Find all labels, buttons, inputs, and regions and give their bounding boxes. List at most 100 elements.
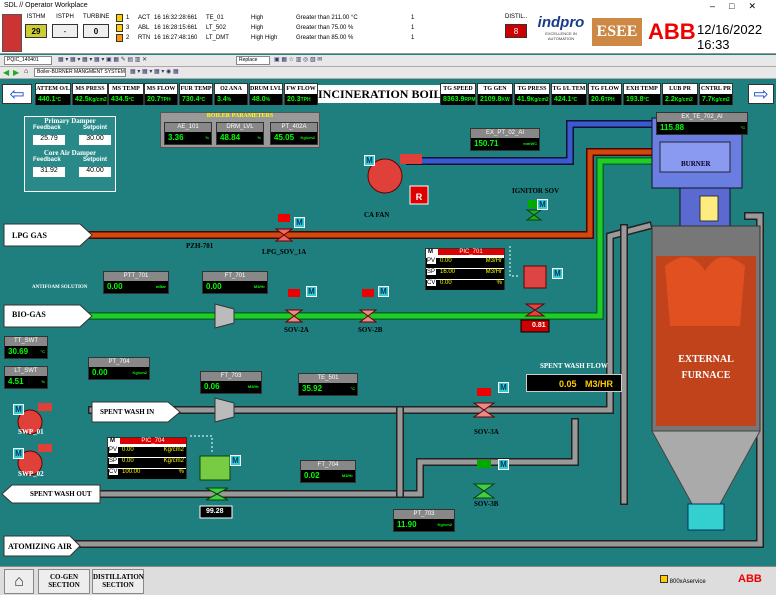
ash-conveyor (687, 503, 725, 531)
swp01-label: SWP_01 (18, 428, 44, 436)
param-tag: DRM_LVL (217, 123, 263, 132)
window-controls[interactable]: –□✕ (710, 1, 770, 11)
nav-toolbar-icons[interactable]: ▦ ▾ ▦ ▾ ▦ ▾ ◉ ▦ (130, 69, 179, 75)
alarm-row[interactable]: 2 RTN 16 16:27:48:160 LT_DMT High High G… (116, 34, 496, 43)
pic-701-sp[interactable]: 16.00 (440, 269, 456, 275)
alarm-tag: LT_502 (206, 25, 226, 31)
toolbar-icons[interactable]: ▦ ▾ ▦ ▾ ▦ ▾ ▦ ▾ ▣ ▦ ✎ ▤ ▥ ✕ (58, 57, 148, 63)
alarm-count: 1 (411, 35, 415, 41)
tag-box-tg-gen-kw[interactable]: TG GEN KW2109.8KW (477, 83, 513, 105)
primary-setpoint-input[interactable]: 30.00 (79, 135, 111, 145)
tag-value: 2.2Kg/cm2 (663, 94, 697, 105)
swp02-mode-badge[interactable]: M (13, 448, 24, 459)
operator-avatar (2, 14, 22, 52)
indpro-logo-text: indpro (537, 14, 585, 31)
sov-2b-icon (358, 309, 378, 323)
distil-indicator[interactable]: DISTIL.. 8 (505, 14, 527, 50)
cv701-mode-badge[interactable]: M (552, 268, 563, 279)
ca-fan-mode-badge[interactable]: M (364, 155, 375, 166)
tag-input[interactable]: PQIC_140401 (4, 56, 52, 65)
display-value: 35.92 (302, 384, 323, 393)
tag-name: TG I/L TEM (552, 84, 586, 94)
turbine-value: 0 (83, 24, 109, 38)
primary-feedback-label: Feedback (33, 125, 61, 131)
sov-2b-mode-badge[interactable]: M (378, 286, 389, 297)
window-title: SDL // Operator Workplace (4, 2, 88, 9)
pic-704-pv: 0.00 (122, 447, 134, 453)
sov-2a-mode-badge[interactable]: M (306, 286, 317, 297)
core-setpoint-input[interactable]: 40.00 (79, 167, 111, 177)
service-status[interactable]: 800xAservice (660, 575, 706, 585)
display-unit: mmWC (523, 141, 537, 146)
back-icon[interactable]: ◀ (3, 68, 10, 77)
sov-3b-mode-badge[interactable]: M (498, 459, 509, 470)
home-button[interactable]: ⌂ (4, 569, 34, 594)
swp01-mode-badge[interactable]: M (13, 404, 24, 415)
core-feedback-value: 31.92 (33, 167, 65, 177)
replace-select[interactable]: Replace (236, 56, 270, 65)
istm-indicator[interactable]: ISTHM 29 (25, 14, 47, 50)
turbine-indicator[interactable]: TURBINE 0 (83, 14, 109, 50)
home-icon[interactable]: ⌂ (24, 68, 29, 75)
display-value: 0.00 (92, 368, 108, 377)
toolbar-icons-right[interactable]: ▣ ▦ ☆ ▥ ◎ ▧ ✉ (274, 57, 323, 63)
cogen-section-button[interactable]: CO-GEN SECTION (38, 569, 90, 594)
alarm-priority-icon (116, 24, 123, 32)
sov-3a-mode-badge[interactable]: M (498, 382, 509, 393)
pic-701-pv: 0.00 (440, 258, 452, 264)
alarm-row[interactable]: 3 ABL 16 16:28:15:661 LT_502 High Greate… (116, 24, 496, 33)
tag-name: EXH TEMP (624, 84, 660, 94)
forward-icon[interactable]: ▶ (13, 68, 20, 77)
alarm-code: RTN (138, 35, 151, 41)
ignitor-mode-badge[interactable]: M (537, 199, 548, 210)
cv701-output: 0.81 (532, 322, 546, 329)
turbine-label: TURBINE (83, 14, 110, 20)
alarm-count: 1 (411, 15, 415, 21)
display-select[interactable]: Boiler-BURNER MANGMENT SYSTEM (34, 68, 126, 77)
service-label: 800xAservice (669, 579, 706, 585)
pic-704-sp[interactable]: 0.00 (122, 458, 134, 464)
distillation-section-button[interactable]: DISTILLATION SECTION (92, 569, 144, 594)
sov-3a-icon (472, 402, 496, 418)
display-value: 30.69 (8, 347, 29, 356)
cv704-mode-badge[interactable]: M (230, 455, 241, 466)
param-value: 48.84 (220, 133, 241, 142)
lpg-sov-mode-badge[interactable]: M (294, 217, 305, 228)
nav-left-arrow[interactable]: ⇦ (2, 84, 32, 104)
istph-indicator[interactable]: ISTPH - (52, 14, 78, 50)
alarm-row[interactable]: 1 ACT 16 16:32:28:661 TE_01 High Greater… (116, 14, 496, 23)
nav-right-arrow[interactable]: ⇨ (748, 84, 774, 104)
spent-flow-display[interactable]: 0.05 M3/HR (526, 374, 622, 392)
